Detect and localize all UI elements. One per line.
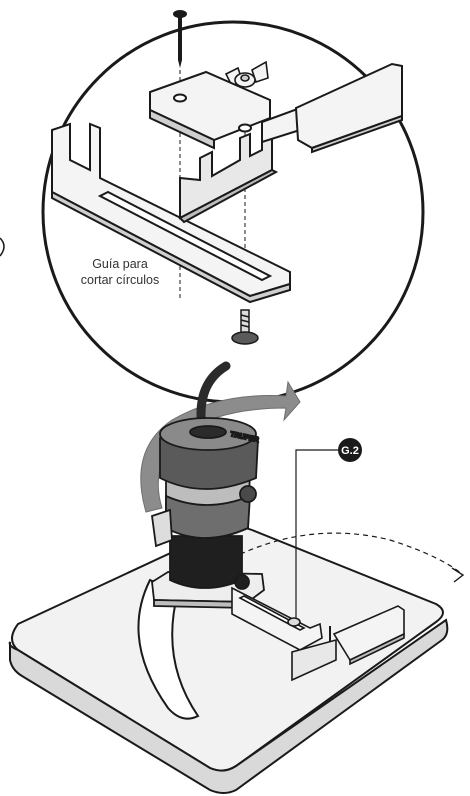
router-collar — [169, 535, 243, 589]
callout-label: G.2 — [341, 445, 359, 457]
guide-bar — [51, 122, 291, 304]
fence-plate — [178, 122, 279, 224]
router-knob-icon — [239, 485, 257, 503]
guide-arm — [261, 62, 403, 154]
detail-magnifier: Guía para cortar círculos — [41, 10, 425, 404]
cut-path-dashed-arrow — [231, 532, 463, 575]
nail-icon — [173, 10, 187, 68]
router-tool: TRUPER — [151, 417, 265, 609]
router-side-clamp — [151, 508, 173, 548]
guide-caption-line2: cortar círculos — [81, 273, 160, 287]
router-lock-knob-icon — [234, 574, 250, 590]
circle-cut-groove — [137, 578, 200, 720]
callout-badge — [338, 438, 362, 462]
mounted-wing-nut-icon — [287, 617, 301, 627]
wing-nut-icon — [224, 60, 269, 88]
cut-path-arrowhead-icon — [451, 567, 465, 583]
callout-leader-line — [295, 449, 338, 618]
mounting-plate — [149, 70, 271, 150]
board-side — [8, 618, 449, 794]
callout-g2: G.2 — [295, 438, 362, 618]
bolt-icon — [231, 309, 259, 345]
mounted-guide — [231, 586, 405, 682]
work-board — [8, 526, 449, 794]
guide-slot — [97, 190, 273, 282]
edge-mark — [0, 237, 5, 257]
guide-caption-line1: Guía para — [92, 257, 148, 271]
